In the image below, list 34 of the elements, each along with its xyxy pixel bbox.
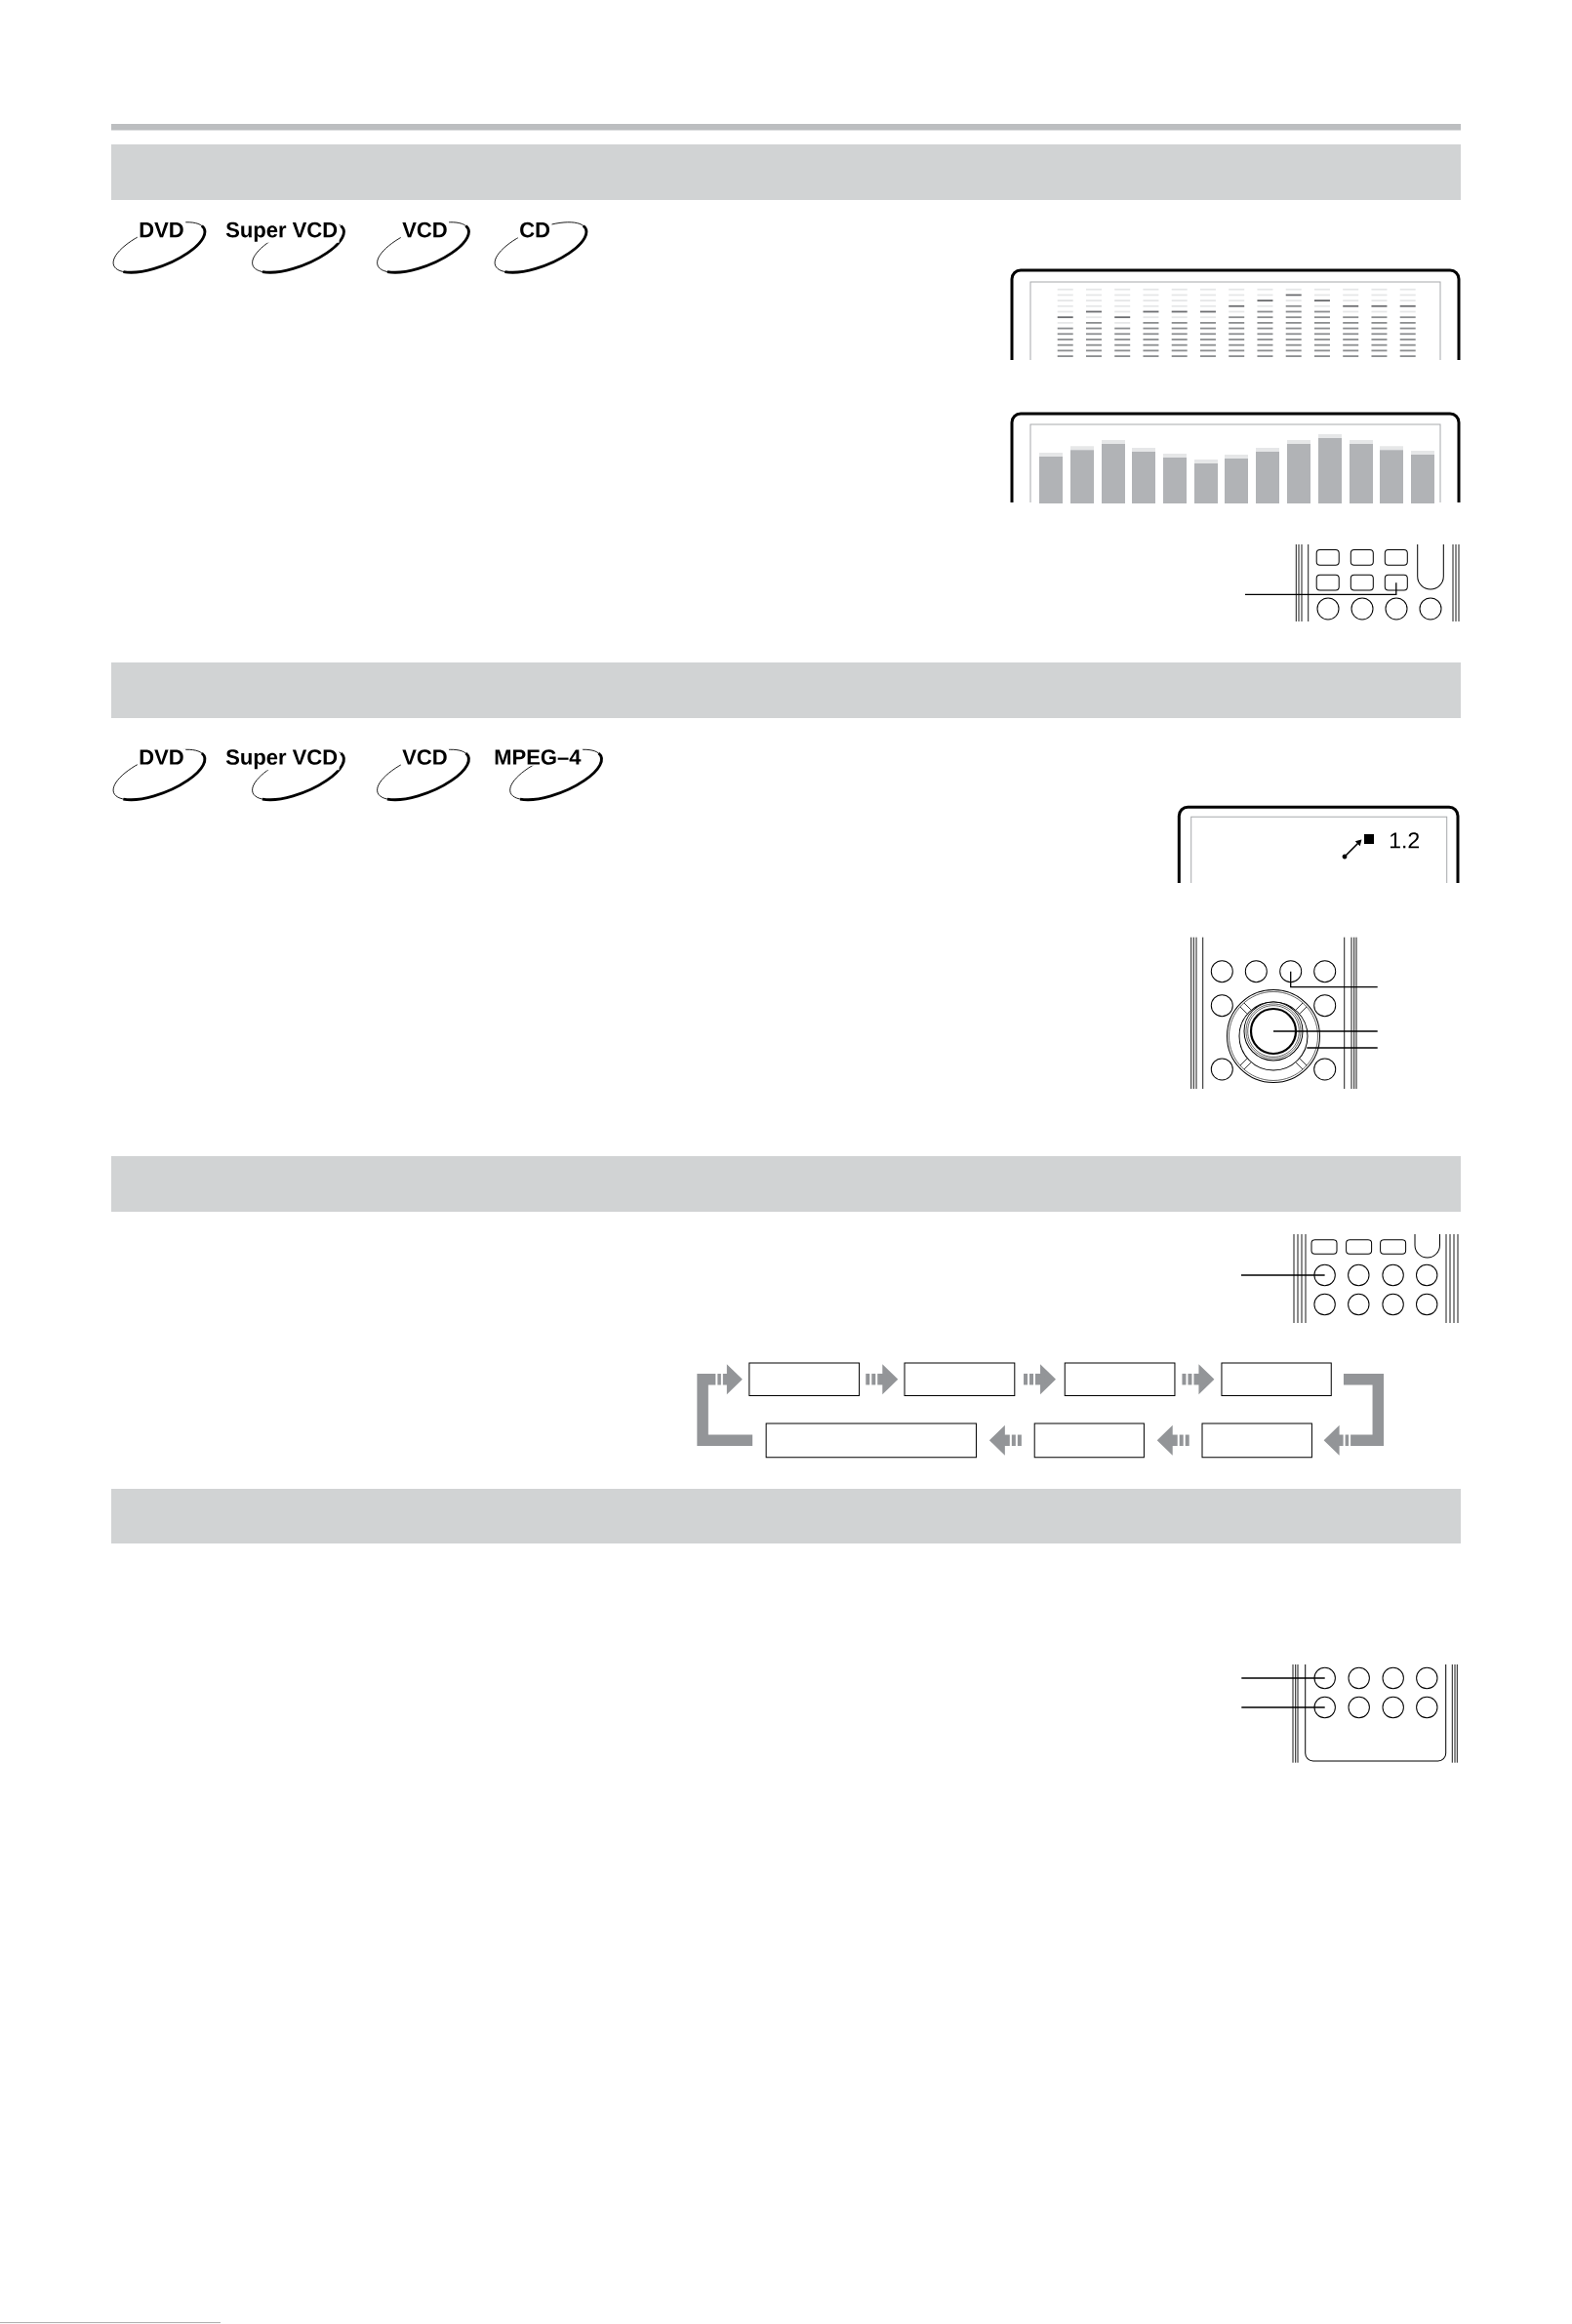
remote-button <box>1384 574 1408 591</box>
leader-line <box>1240 1677 1326 1679</box>
format-label: VCD <box>400 748 450 766</box>
remote-button <box>1313 1666 1336 1690</box>
format-label: VCD <box>400 220 450 239</box>
section-band <box>111 144 1461 200</box>
format-label: DVD <box>137 221 186 239</box>
remote-button <box>1313 1263 1336 1287</box>
remote-button <box>1313 1696 1336 1719</box>
flow-box <box>1221 1362 1332 1396</box>
flow-arrow <box>697 1364 753 1447</box>
center-button <box>1243 1001 1304 1062</box>
leader-line <box>1290 971 1379 988</box>
flow-box <box>1064 1362 1176 1396</box>
flow-box <box>765 1422 977 1459</box>
format-label: DVD <box>137 748 186 766</box>
leader-line <box>1240 1706 1326 1708</box>
section-band <box>111 662 1461 718</box>
format-label: Super VCD <box>223 748 340 771</box>
flow-box <box>904 1362 1016 1396</box>
remote-button <box>1279 960 1303 983</box>
format-label: CD <box>517 220 552 239</box>
section-band <box>111 1156 1461 1212</box>
section-band <box>111 1489 1461 1543</box>
leader-line <box>1240 1274 1326 1276</box>
flow-box <box>1201 1422 1312 1459</box>
flow-box <box>1033 1422 1145 1459</box>
leader-line <box>1306 1047 1379 1049</box>
format-label: MPEG–4 <box>492 748 583 766</box>
flow-box <box>748 1362 861 1396</box>
display-text: 1.2 <box>1390 832 1419 849</box>
leader-line <box>1244 581 1397 595</box>
leader-line <box>1272 1030 1379 1032</box>
format-label: Super VCD <box>223 220 340 243</box>
